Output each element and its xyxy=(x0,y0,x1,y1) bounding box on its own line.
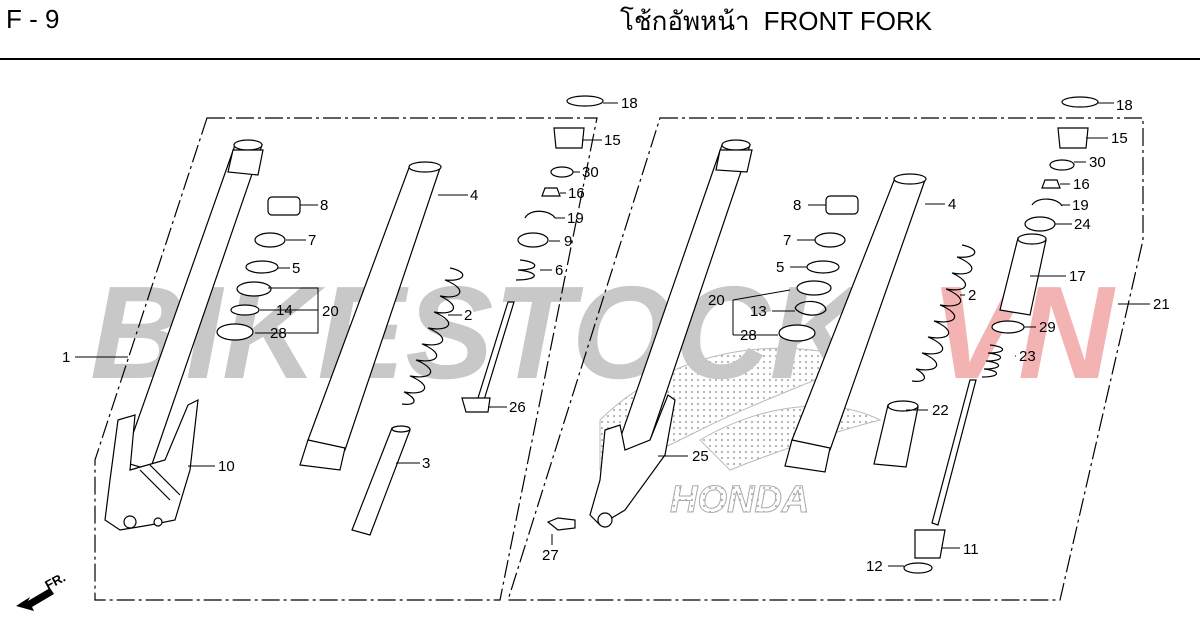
right-dust-seal-28 xyxy=(778,324,816,342)
label-15: 15 xyxy=(1111,130,1128,147)
right-washer-29 xyxy=(991,320,1025,334)
label-16: 16 xyxy=(568,185,585,202)
left-washer-5 xyxy=(245,260,279,274)
watermark: BIKESTOCK VN xyxy=(90,259,1116,406)
header-rule xyxy=(0,58,1200,60)
label-28: 28 xyxy=(740,327,757,344)
left-nut-16 xyxy=(541,187,561,197)
label-30: 30 xyxy=(582,164,599,181)
honda-logo-text: HONDA xyxy=(670,479,809,521)
label-4: 4 xyxy=(470,187,478,204)
label-10: 10 xyxy=(218,458,235,475)
label-5: 5 xyxy=(292,260,300,277)
left-spring-6 xyxy=(515,259,536,281)
left-axle-holder-10 xyxy=(104,398,199,531)
label-5: 5 xyxy=(776,259,784,276)
left-spring-2 xyxy=(401,267,464,405)
right-spring-2 xyxy=(911,244,976,382)
label-8: 8 xyxy=(320,197,328,214)
label-11: 11 xyxy=(963,541,979,558)
label-28: 28 xyxy=(270,325,287,342)
right-circlip-19 xyxy=(1031,198,1063,207)
left-inner-tube-3 xyxy=(351,425,411,536)
label-14: 14 xyxy=(276,302,293,319)
label-30: 30 xyxy=(1089,154,1106,171)
left-damper-rod-26 xyxy=(461,301,515,413)
label-2: 2 xyxy=(968,287,976,304)
left-clip-14 xyxy=(230,304,260,316)
front-direction-arrow: FR. xyxy=(16,570,68,611)
label-6: 6 xyxy=(555,262,563,279)
left-bushing-8 xyxy=(267,196,301,216)
label-9: 9 xyxy=(564,233,572,250)
label-20: 20 xyxy=(708,292,725,309)
right-fork-cap-15 xyxy=(1057,127,1089,149)
right-fork-tube-25 xyxy=(589,139,753,528)
left-o-ring-30 xyxy=(550,166,574,178)
label-2: 2 xyxy=(464,307,472,324)
label-22: 22 xyxy=(932,402,949,419)
right-clip-13 xyxy=(794,300,827,316)
label-18: 18 xyxy=(1116,97,1133,114)
label-16: 16 xyxy=(1073,176,1090,193)
label-3: 3 xyxy=(422,455,430,472)
right-assembly-frame xyxy=(507,117,1144,601)
left-spring-seat-9 xyxy=(517,232,549,248)
label-18: 18 xyxy=(621,95,638,112)
label-25: 25 xyxy=(692,448,709,465)
label-23: 23 xyxy=(1019,348,1036,365)
right-nut-16 xyxy=(1041,179,1061,189)
right-o-ring-30 xyxy=(1049,159,1075,171)
label-19: 19 xyxy=(1072,197,1089,214)
right-o-ring-12 xyxy=(903,562,933,574)
label-20: 20 xyxy=(322,303,339,320)
right-cartridge-17 xyxy=(999,233,1047,316)
left-dust-seal-28 xyxy=(216,323,254,341)
left-bushing-7 xyxy=(254,232,286,248)
label-7: 7 xyxy=(308,232,316,249)
right-washer-5 xyxy=(806,260,840,274)
label-4: 4 xyxy=(948,196,956,213)
label-13: 13 xyxy=(750,303,767,320)
page-code: F - 9 xyxy=(6,4,60,34)
parts-diagram: HONDA BIKESTOCK VN xyxy=(16,95,1170,611)
left-oil-seal xyxy=(236,281,272,297)
right-bushing-8 xyxy=(825,195,859,215)
label-1: 1 xyxy=(62,349,70,366)
title-thai: โช้กอัพหน้า xyxy=(620,6,750,36)
left-fork-cap-15 xyxy=(553,127,585,149)
right-spring-seat-24 xyxy=(1024,216,1056,232)
right-spring-23 xyxy=(981,344,1004,378)
left-snap-ring-18 xyxy=(566,95,604,107)
label-24: 24 xyxy=(1074,216,1091,233)
label-7: 7 xyxy=(783,232,791,249)
label-29: 29 xyxy=(1039,319,1056,336)
label-8: 8 xyxy=(793,197,801,214)
right-bushing-7 xyxy=(814,232,846,248)
label-26: 26 xyxy=(509,399,526,416)
left-outer-tube-4 xyxy=(299,161,442,471)
right-outer-tube-4 xyxy=(784,173,927,473)
label-17: 17 xyxy=(1069,268,1086,285)
page-title: โช้กอัพหน้า FRONT FORK xyxy=(620,6,932,36)
left-circlip-19 xyxy=(524,210,556,219)
direction-label: FR. xyxy=(42,570,68,593)
right-snap-ring-18 xyxy=(1061,96,1099,108)
label-19: 19 xyxy=(567,210,584,227)
label-27: 27 xyxy=(542,547,559,564)
left-assembly-frame xyxy=(94,117,598,601)
right-inner-tube-22 xyxy=(873,400,919,468)
label-12: 12 xyxy=(866,558,883,575)
title-english: FRONT FORK xyxy=(763,6,933,36)
right-bolt-27 xyxy=(546,517,576,531)
right-oil-seal xyxy=(796,280,832,296)
label-21: 21 xyxy=(1153,296,1170,313)
right-damper-rod-11 xyxy=(914,379,977,559)
label-15: 15 xyxy=(604,132,621,149)
